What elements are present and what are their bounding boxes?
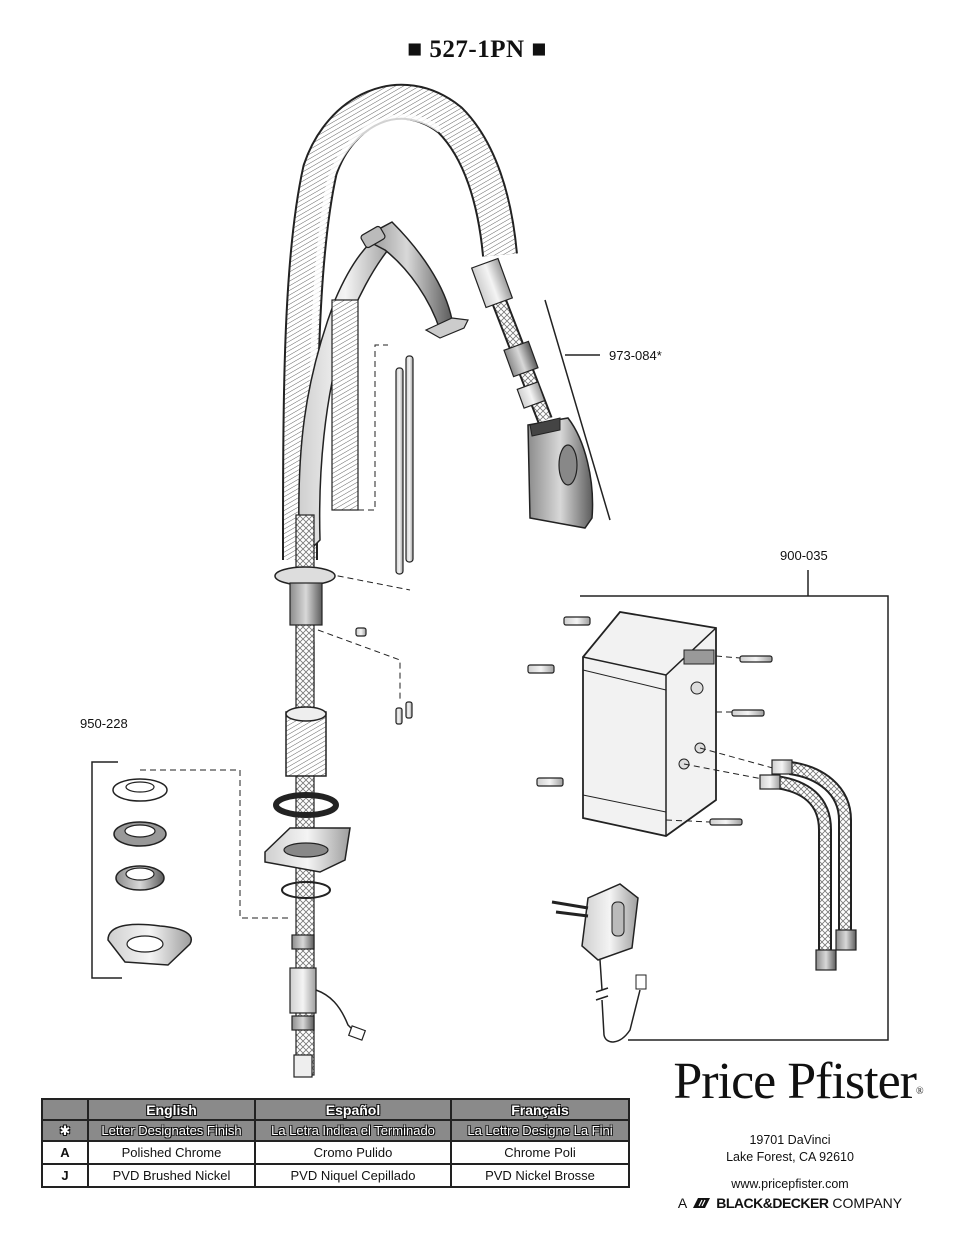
brand-block: Price Pfister® 19701 DaVinci Lake Forest… — [640, 1052, 940, 1211]
finish-english: PVD Brushed Nickel — [87, 1163, 256, 1188]
shank-assembly — [264, 514, 367, 1078]
box-fasteners — [527, 616, 773, 826]
address-line-1: 19701 DaVinci — [749, 1133, 831, 1147]
company-suffix: COMPANY — [832, 1195, 903, 1211]
address-line-2: Lake Forest, CA 92610 — [726, 1150, 854, 1164]
company-prefix: A — [677, 1195, 687, 1211]
website-link[interactable]: www.pricepfister.com — [731, 1177, 849, 1191]
finish-table-header: English Español Français — [41, 1098, 630, 1121]
finish-francais: Chrome Poli — [450, 1140, 630, 1165]
finish-table: English Español Français ✱ Letter Design… — [41, 1098, 630, 1188]
exploded-parts-diagram: 973-084* 900-035 — [80, 83, 889, 1078]
logo-text: Price Pfister — [673, 1053, 917, 1110]
registered-mark: ® — [916, 1086, 924, 1097]
header-blank — [41, 1098, 89, 1121]
pulldown-hose-sprayhead — [470, 257, 594, 529]
power-adapter — [551, 883, 647, 1043]
escutcheon-parts — [107, 778, 192, 966]
asterisk-icon: ✱ — [41, 1119, 89, 1142]
finish-francais: PVD Nickel Brosse — [450, 1163, 630, 1188]
callout-950-228: 950-228 — [80, 716, 128, 731]
price-pfister-logo: Price Pfister® — [656, 1052, 940, 1122]
finish-espanol: PVD Niquel Cepillado — [254, 1163, 452, 1188]
note-francais: La Lettre Designe La Fini — [450, 1119, 630, 1142]
leader-973-084 — [544, 299, 611, 521]
company-brand: BLACK&DECKER — [716, 1195, 829, 1211]
finish-espanol: Cromo Pulido — [254, 1140, 452, 1165]
table-row: J PVD Brushed Nickel PVD Niquel Cepillad… — [41, 1163, 630, 1188]
callout-900-035: 900-035 — [780, 548, 828, 563]
header-english: English — [87, 1098, 256, 1121]
finish-code: J — [41, 1163, 89, 1188]
header-francais: Français — [450, 1098, 630, 1121]
note-espanol: La Letra Indica el Terminado — [254, 1119, 452, 1142]
table-row: A Polished Chrome Cromo Pulido Chrome Po… — [41, 1140, 630, 1165]
bracket-950-228 — [91, 761, 122, 979]
fastener-lines — [665, 655, 781, 823]
drawing-title: ■ 527-1PN ■ — [407, 36, 547, 63]
finish-english: Polished Chrome — [87, 1140, 256, 1165]
company-address: 19701 DaVinci Lake Forest, CA 92610 — [640, 1132, 940, 1166]
parent-company-line: A BLACK&DECKER COMPANY — [640, 1195, 940, 1211]
header-espanol: Español — [254, 1098, 452, 1121]
alignment-lines — [140, 344, 411, 919]
note-english: Letter Designates Finish — [87, 1119, 256, 1142]
supply-hoses — [759, 759, 857, 971]
bracket-900-035 — [580, 570, 889, 1041]
finish-note-row: ✱ Letter Designates Finish La Letra Indi… — [41, 1119, 630, 1142]
finish-code: A — [41, 1140, 89, 1165]
control-box — [582, 611, 717, 837]
callout-973-084: 973-084* — [609, 348, 662, 363]
black-decker-hexagon-icon — [693, 1198, 711, 1208]
